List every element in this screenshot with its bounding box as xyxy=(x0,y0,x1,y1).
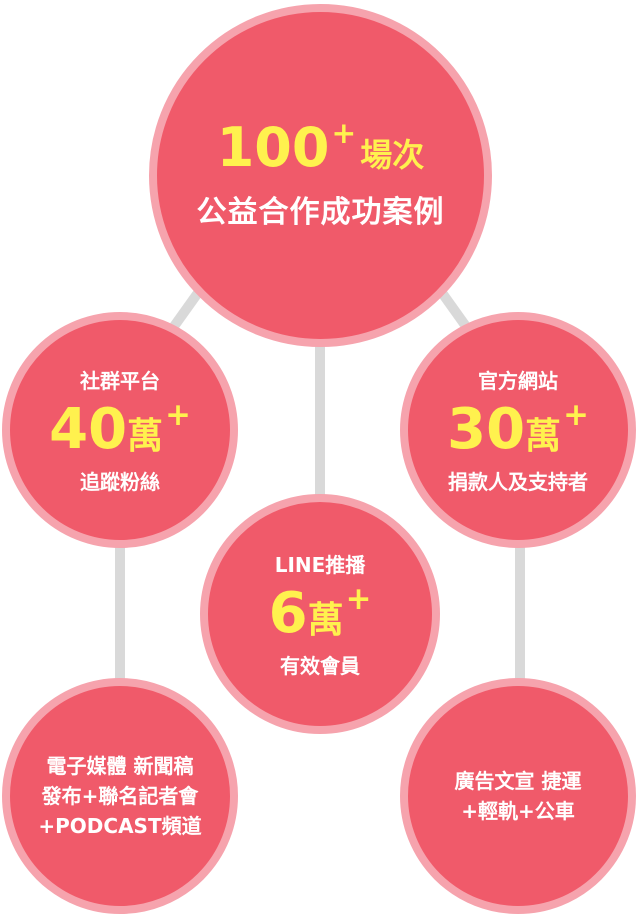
social-unit: 萬 xyxy=(127,416,164,457)
main-unit: 場次 xyxy=(360,135,425,174)
line-unit: 萬 xyxy=(307,600,344,641)
website-desc: 捐款人及支持者 xyxy=(448,470,588,494)
node-advertising: 廣告文宣 捷運 +輕軌+公車 xyxy=(400,678,636,914)
media-line-1: 電子媒體 新聞稿 xyxy=(46,754,194,778)
line-desc: 有效會員 xyxy=(280,654,360,678)
node-electronic-media: 電子媒體 新聞稿 發布+聯名記者會 +PODCAST頻道 xyxy=(2,678,238,914)
node-line-push: LINE推播 6萬+ 有效會員 xyxy=(200,494,440,734)
main-desc: 公益合作成功案例 xyxy=(196,194,445,230)
social-plus: + xyxy=(165,397,191,434)
node-public-welfare-cases: 100+場次 公益合作成功案例 xyxy=(149,4,492,347)
main-stat: 100+場次 xyxy=(217,119,425,175)
node-official-website: 官方網站 30萬+ 捐款人及支持者 xyxy=(400,312,636,548)
main-plus: + xyxy=(331,116,357,152)
node-social-platform: 社群平台 40萬+ 追蹤粉絲 xyxy=(2,312,238,548)
line-stat: 6萬+ xyxy=(269,584,372,642)
website-stat: 30萬+ xyxy=(447,400,589,458)
website-label: 官方網站 xyxy=(478,369,558,393)
media-line-3: +PODCAST頻道 xyxy=(38,814,202,838)
ads-line-2: +輕軌+公車 xyxy=(461,799,575,823)
website-number: 30 xyxy=(447,397,526,462)
website-unit: 萬 xyxy=(525,416,562,457)
line-plus: + xyxy=(345,581,372,618)
website-plus: + xyxy=(563,397,589,434)
social-desc: 追蹤粉絲 xyxy=(80,470,160,494)
social-stat: 40萬+ xyxy=(49,400,191,458)
main-number: 100 xyxy=(216,115,330,179)
line-label: LINE推播 xyxy=(274,553,366,577)
social-number: 40 xyxy=(49,397,128,462)
social-label: 社群平台 xyxy=(80,369,160,393)
line-number: 6 xyxy=(268,581,308,646)
ads-line-1: 廣告文宣 捷運 xyxy=(454,769,582,793)
media-line-2: 發布+聯名記者會 xyxy=(41,784,199,808)
